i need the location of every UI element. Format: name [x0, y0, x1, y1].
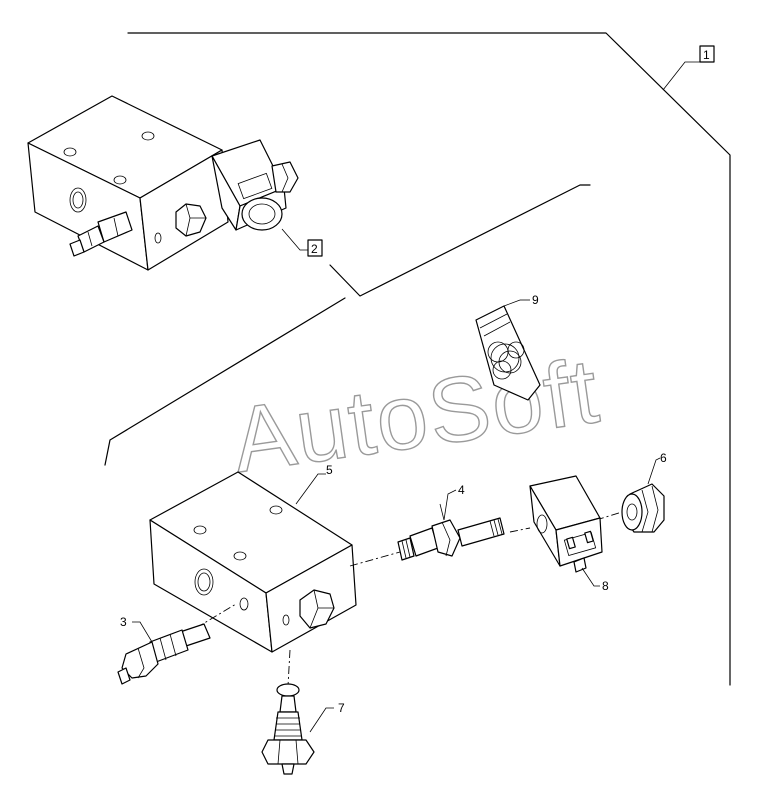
assembled-valve-unit	[27, 95, 299, 271]
item-9-seal-kit	[475, 299, 541, 401]
svg-text:6: 6	[660, 451, 667, 465]
svg-text:1: 1	[703, 48, 710, 62]
callout-7[interactable]: 7	[309, 701, 345, 733]
callout-3[interactable]: 3	[120, 615, 153, 643]
callout-4[interactable]: 4	[443, 483, 465, 521]
item-6-coil-nut	[621, 483, 665, 533]
watermark-text: AutoSoft	[226, 340, 606, 492]
svg-text:3: 3	[120, 615, 127, 629]
item-7-check-plug	[261, 683, 315, 775]
svg-text:4: 4	[458, 483, 465, 497]
item-3-relief-cartridge	[117, 623, 211, 685]
svg-text:5: 5	[326, 463, 333, 477]
item-8-solenoid-coil	[529, 475, 603, 573]
callout-1[interactable]: 1	[699, 45, 715, 63]
item-4-solenoid-cartridge	[397, 503, 505, 561]
callout-6[interactable]: 6	[647, 451, 667, 485]
assembly-bracket-lines	[104, 32, 731, 686]
svg-text:9: 9	[532, 293, 539, 307]
svg-text:8: 8	[602, 579, 609, 593]
svg-text:7: 7	[338, 701, 345, 715]
callout-8[interactable]: 8	[581, 567, 609, 593]
callout-2[interactable]: 2	[307, 239, 323, 257]
item-5-valve-body	[149, 471, 357, 653]
svg-text:2: 2	[311, 242, 318, 256]
callout-5[interactable]: 5	[295, 463, 333, 505]
callout-9[interactable]: 9	[520, 293, 539, 307]
